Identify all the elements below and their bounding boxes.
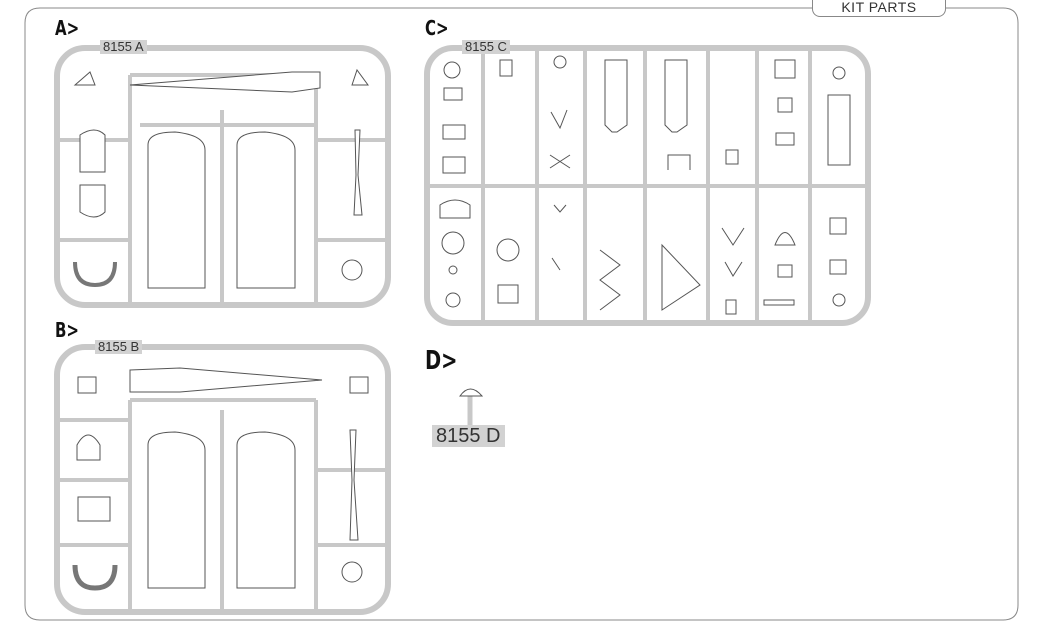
sprue-a-frame: [54, 45, 391, 308]
section-c-label: C>: [425, 16, 449, 40]
parts: [72, 55, 851, 591]
sprue-a-code: 8155 A: [100, 40, 147, 54]
kit-parts-tab: KIT PARTS: [812, 0, 946, 17]
sprue-c-code: 8155 C: [462, 40, 510, 54]
section-b-label: B>: [55, 318, 80, 342]
section-a-label: A>: [55, 16, 80, 40]
propeller-b: [349, 429, 359, 541]
wing-right-b: [236, 431, 296, 589]
canopy-d: [459, 388, 484, 397]
wing-left-a: [147, 131, 206, 289]
wing-right-a: [236, 131, 296, 289]
wing-left-b: [147, 431, 206, 589]
outer-frame: [24, 7, 1019, 621]
sprue-b-code: 8155 B: [95, 340, 143, 354]
sprue-d-code: 8155 D: [432, 425, 505, 447]
fuselage-b: [129, 367, 323, 393]
section-d-label: D>: [425, 346, 458, 376]
fuselage-a: [129, 71, 321, 93]
propeller-a: [353, 129, 363, 216]
sprue-frames: [54, 45, 871, 615]
